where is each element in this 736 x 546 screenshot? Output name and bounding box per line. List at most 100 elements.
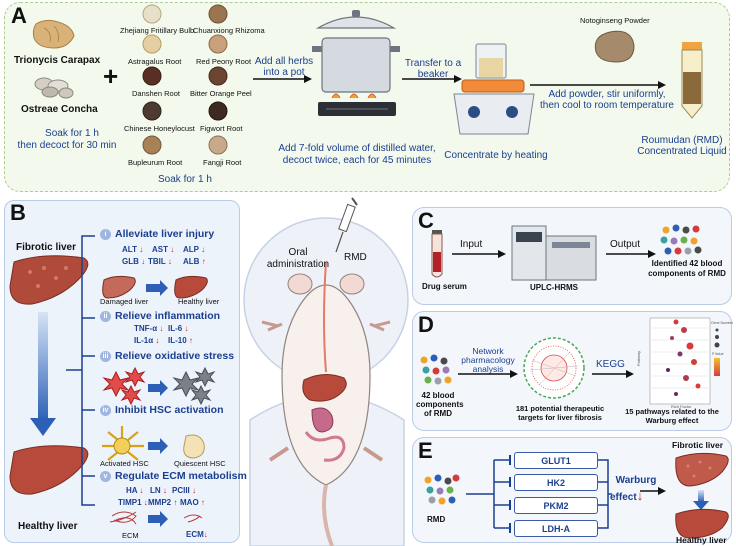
- gene-hk2: HK2: [514, 474, 598, 491]
- ind-ha: HA ↓: [126, 486, 144, 495]
- herb-5-label: Danshen Root: [132, 89, 180, 98]
- herb-8-label: Figwort Root: [200, 124, 243, 133]
- concentrate-label: Concentrate by heating: [444, 150, 548, 161]
- ecm-down-label: ECM↓: [186, 530, 208, 539]
- damaged-liver-label: Damaged liver: [100, 297, 149, 306]
- ecm-label: ECM: [122, 531, 139, 540]
- fibrotic-liver-e-icon: [675, 452, 729, 487]
- ecm-reduced-icon: [183, 514, 203, 523]
- serum-tube-icon: [431, 230, 443, 278]
- tube-image: [681, 42, 703, 119]
- quiescent-hsc-icon: [183, 434, 205, 459]
- add-powder-line1: Add powder, stir uniformly,: [548, 89, 666, 100]
- herb-2-label: Chuanxiong Rhizoma: [193, 26, 265, 35]
- uplc-instrument-icon: [511, 225, 597, 281]
- identified-line1: Identified 42 blood: [651, 259, 723, 268]
- ind-ln: LN ↓: [150, 486, 167, 495]
- healthy-liver-icon: [9, 445, 89, 495]
- liquid-line2: Concentrated Liquid: [637, 146, 727, 157]
- warburg-line2: effect↓: [610, 488, 644, 503]
- targets-line1: 181 potential therapeutic: [515, 404, 605, 413]
- ind-alp: ALP ↓: [183, 245, 206, 254]
- big-down-arrow: [30, 418, 56, 436]
- add-herbs-line2: into a pot: [263, 67, 305, 78]
- activated-hsc-label: Activated HSC: [100, 459, 149, 468]
- rmd-dots-icon: [424, 474, 460, 505]
- output-label: Output: [610, 239, 641, 250]
- ind-mmp2: MMP2 ↑: [148, 498, 178, 507]
- syringe-icon: [335, 197, 358, 253]
- distill-line1: Add 7-fold volume of distilled water,: [278, 143, 436, 154]
- quiescent-hsc-label: Quiescent HSC: [174, 459, 226, 468]
- ros-grey-icons: [172, 366, 216, 406]
- transfer-line1: Transfer to a: [404, 58, 462, 69]
- ind-ast: AST ↓: [152, 245, 175, 254]
- ostreae-label: Ostreae Concha: [21, 104, 98, 115]
- oral-line2: administration: [266, 259, 330, 270]
- network-line1: Network: [472, 346, 504, 356]
- gene-pkm2: PKM2: [514, 497, 598, 514]
- ind-alt: ALT ↓: [122, 245, 144, 254]
- heater-image: [453, 43, 535, 135]
- plot-legend-pvalue: P.Value: [712, 352, 724, 356]
- pathways-line1: 15 pathways related to the: [625, 407, 719, 416]
- powder-label: Notoginseng Powder: [580, 16, 650, 25]
- warburg-down-arrow: ↓: [636, 488, 644, 503]
- fibrotic-liver-icon: [9, 255, 89, 305]
- network-line3: analysis: [472, 364, 504, 374]
- panel-e-label: E: [418, 438, 433, 463]
- panel-d-label: D: [418, 312, 434, 337]
- ind-mao: MAO ↑: [180, 498, 205, 507]
- activated-hsc-icon: [102, 426, 144, 461]
- fibrotic-liver-label: Fibrotic liver: [16, 242, 77, 253]
- warburg-line1: Warburg: [615, 475, 657, 486]
- add-powder-line2: then cool to room temperature: [540, 100, 674, 111]
- identified-line2: components of RMD: [648, 269, 726, 278]
- powder-image: [594, 30, 635, 63]
- panel-b-label: B: [10, 200, 26, 225]
- ind-pciii: PCIII ↓: [172, 486, 197, 495]
- gene-glut1: GLUT1: [514, 452, 598, 469]
- serum-label: Drug serum: [422, 282, 467, 291]
- ind-timp1: TIMP1 ↓: [118, 498, 148, 507]
- rmd-center-label: RMD: [344, 252, 367, 263]
- gene-ldha: LDH-A: [514, 520, 598, 537]
- trionycis-image: [32, 19, 75, 49]
- pot-image: [312, 10, 400, 116]
- ind-tbil: TBIL ↓: [148, 257, 172, 266]
- ind-il6: IL-6 ↓: [168, 324, 189, 333]
- healthy-liver-e-label: Healthy liver: [676, 535, 727, 545]
- ind-il10: IL-10 ↑: [168, 336, 193, 345]
- ind-glb: GLB ↓: [122, 257, 146, 266]
- ros-red-icons: [102, 366, 146, 406]
- oral-line1: Oral: [288, 247, 308, 258]
- targets-line2: targets for liver fibrosis: [518, 413, 602, 422]
- components-line2: components: [416, 400, 464, 409]
- liquid-line1: Roumudan (RMD): [641, 135, 723, 146]
- ecm-icon: [109, 511, 137, 525]
- instrument-label: UPLC-HRMS: [530, 283, 578, 292]
- pathways-line2: Warburg effect: [645, 416, 699, 425]
- plot-legend-gene: Gene Number: [711, 321, 733, 325]
- kegg-label: KEGG: [596, 359, 625, 370]
- rmd-e-label: RMD: [427, 515, 446, 524]
- panel-a-label: A: [11, 3, 27, 28]
- ostreae-image: [34, 77, 74, 99]
- panel-c-label: C: [418, 208, 434, 233]
- soak-decoct-line1: Soak for 1 h: [45, 128, 99, 139]
- ind-alb: ALB ↑: [183, 257, 206, 266]
- target-network-icon: [523, 337, 585, 399]
- healthy-liver-label: Healthy liver: [18, 521, 78, 532]
- network-line2: pharmacology: [461, 355, 515, 365]
- fibrotic-liver-e-label: Fibrotic liver: [672, 440, 724, 450]
- herb-images: [142, 4, 228, 155]
- herb-10-label: Fangji Root: [203, 158, 242, 167]
- soak-decoct-line2: then decoct for 30 min: [17, 140, 117, 151]
